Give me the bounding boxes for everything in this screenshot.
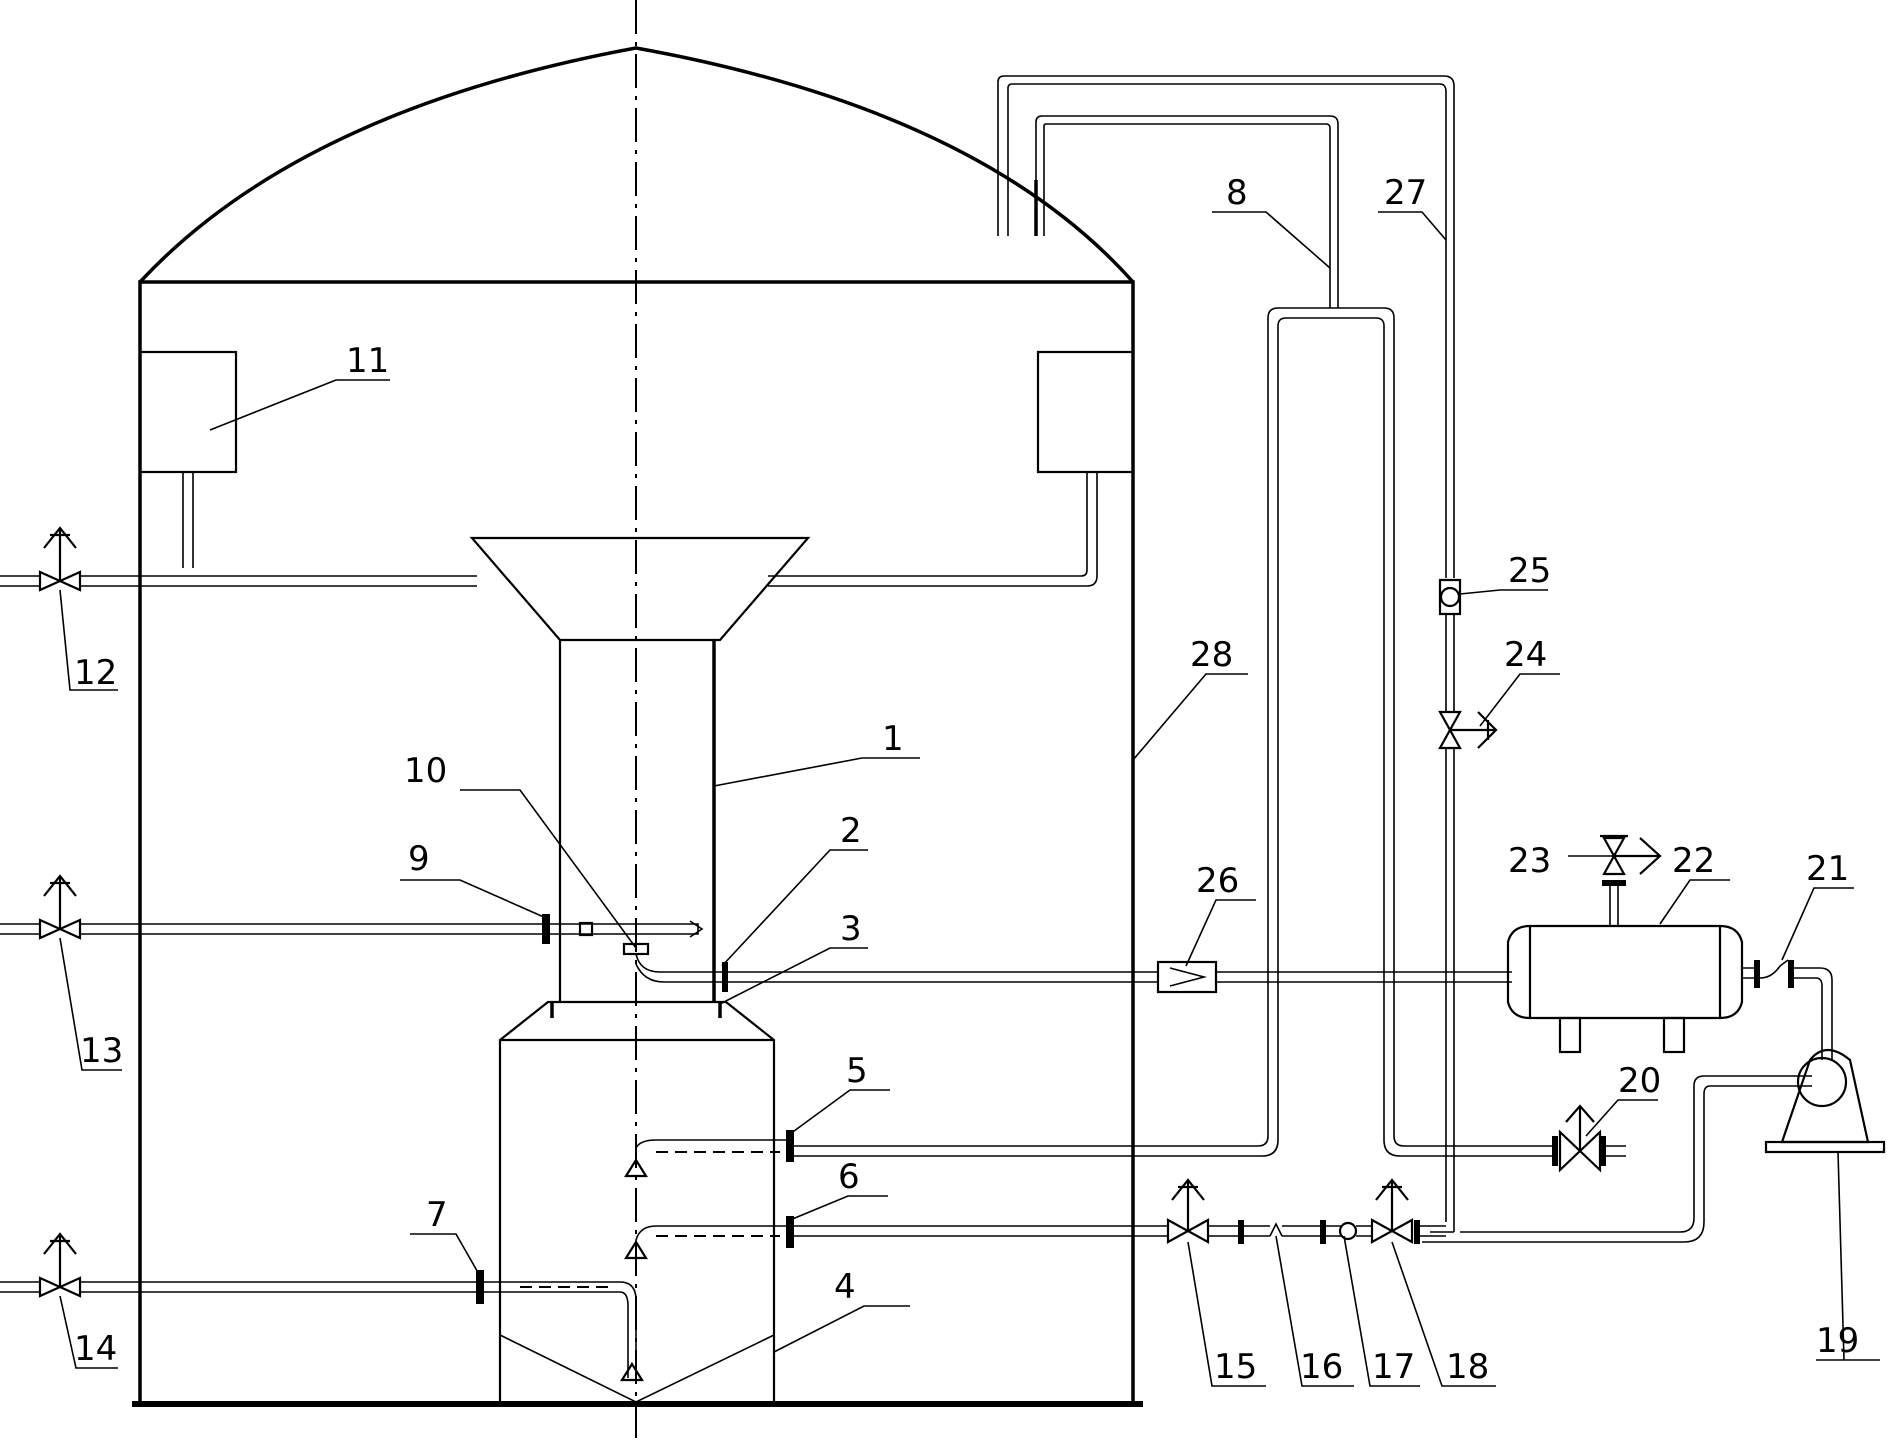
label-21: 21 <box>1806 849 1849 889</box>
vent-pipes <box>997 75 1455 578</box>
pipe-6 <box>624 1216 1168 1260</box>
label-24: 24 <box>1504 635 1547 675</box>
label-20: 20 <box>1618 1061 1661 1101</box>
pipe-9 <box>0 914 704 944</box>
label-13: 13 <box>80 1031 123 1071</box>
label-12: 12 <box>74 653 117 693</box>
valve-23 <box>1600 834 1662 876</box>
label-23: 23 <box>1508 841 1551 881</box>
label-4: 4 <box>834 1267 856 1307</box>
nozzle-10 <box>622 942 728 992</box>
pump-19 <box>1422 1048 1886 1243</box>
label-22: 22 <box>1672 841 1715 881</box>
valve-24 <box>1438 710 1498 750</box>
label-2: 2 <box>840 811 862 851</box>
valve-13 <box>38 874 82 940</box>
upper-header-pipe <box>0 472 1098 587</box>
labels: 11 12 13 14 1 2 3 10 9 5 6 7 4 28 8 27 2… <box>74 173 1859 1387</box>
main-vessel <box>132 46 1143 1407</box>
valve-20 <box>1552 1104 1626 1173</box>
lower-chamber-4 <box>498 1000 776 1403</box>
label-8: 8 <box>1226 173 1248 213</box>
label-19: 19 <box>1816 1321 1859 1361</box>
check-valve-17 <box>1326 1221 1372 1241</box>
pump-line-21 <box>1742 959 1833 1060</box>
check-valve-25 <box>1438 578 1462 616</box>
feed-pipe <box>728 971 1158 983</box>
label-3: 3 <box>840 909 862 949</box>
label-16: 16 <box>1300 1347 1343 1387</box>
valve-18 <box>1370 1178 1446 1244</box>
label-14: 14 <box>74 1329 117 1369</box>
tank-22 <box>1506 880 1744 1054</box>
box-11-right <box>1036 350 1135 474</box>
label-1: 1 <box>882 719 904 759</box>
label-25: 25 <box>1508 551 1551 591</box>
label-7: 7 <box>426 1195 448 1235</box>
label-27: 27 <box>1384 173 1427 213</box>
valve-15 <box>1166 1178 1244 1244</box>
pipe-7 <box>0 1270 644 1382</box>
riser-1 <box>469 536 811 1002</box>
label-11: 11 <box>346 341 389 381</box>
label-10: 10 <box>404 751 447 791</box>
label-6: 6 <box>838 1157 860 1197</box>
label-28: 28 <box>1190 635 1233 675</box>
label-9: 9 <box>408 839 430 879</box>
label-5: 5 <box>846 1051 868 1091</box>
leader-lines <box>59 211 1880 1387</box>
label-26: 26 <box>1196 861 1239 901</box>
label-17: 17 <box>1372 1347 1415 1387</box>
label-18: 18 <box>1446 1347 1489 1387</box>
pipe-27 <box>1430 614 1455 1233</box>
fitting-16 <box>1269 1220 1326 1244</box>
valve-12 <box>38 526 82 592</box>
box-11-left <box>138 350 238 474</box>
valve-14 <box>38 1232 82 1298</box>
pipe-5 <box>624 307 1556 1178</box>
label-15: 15 <box>1214 1347 1257 1387</box>
strainer-26 <box>1156 960 1218 994</box>
